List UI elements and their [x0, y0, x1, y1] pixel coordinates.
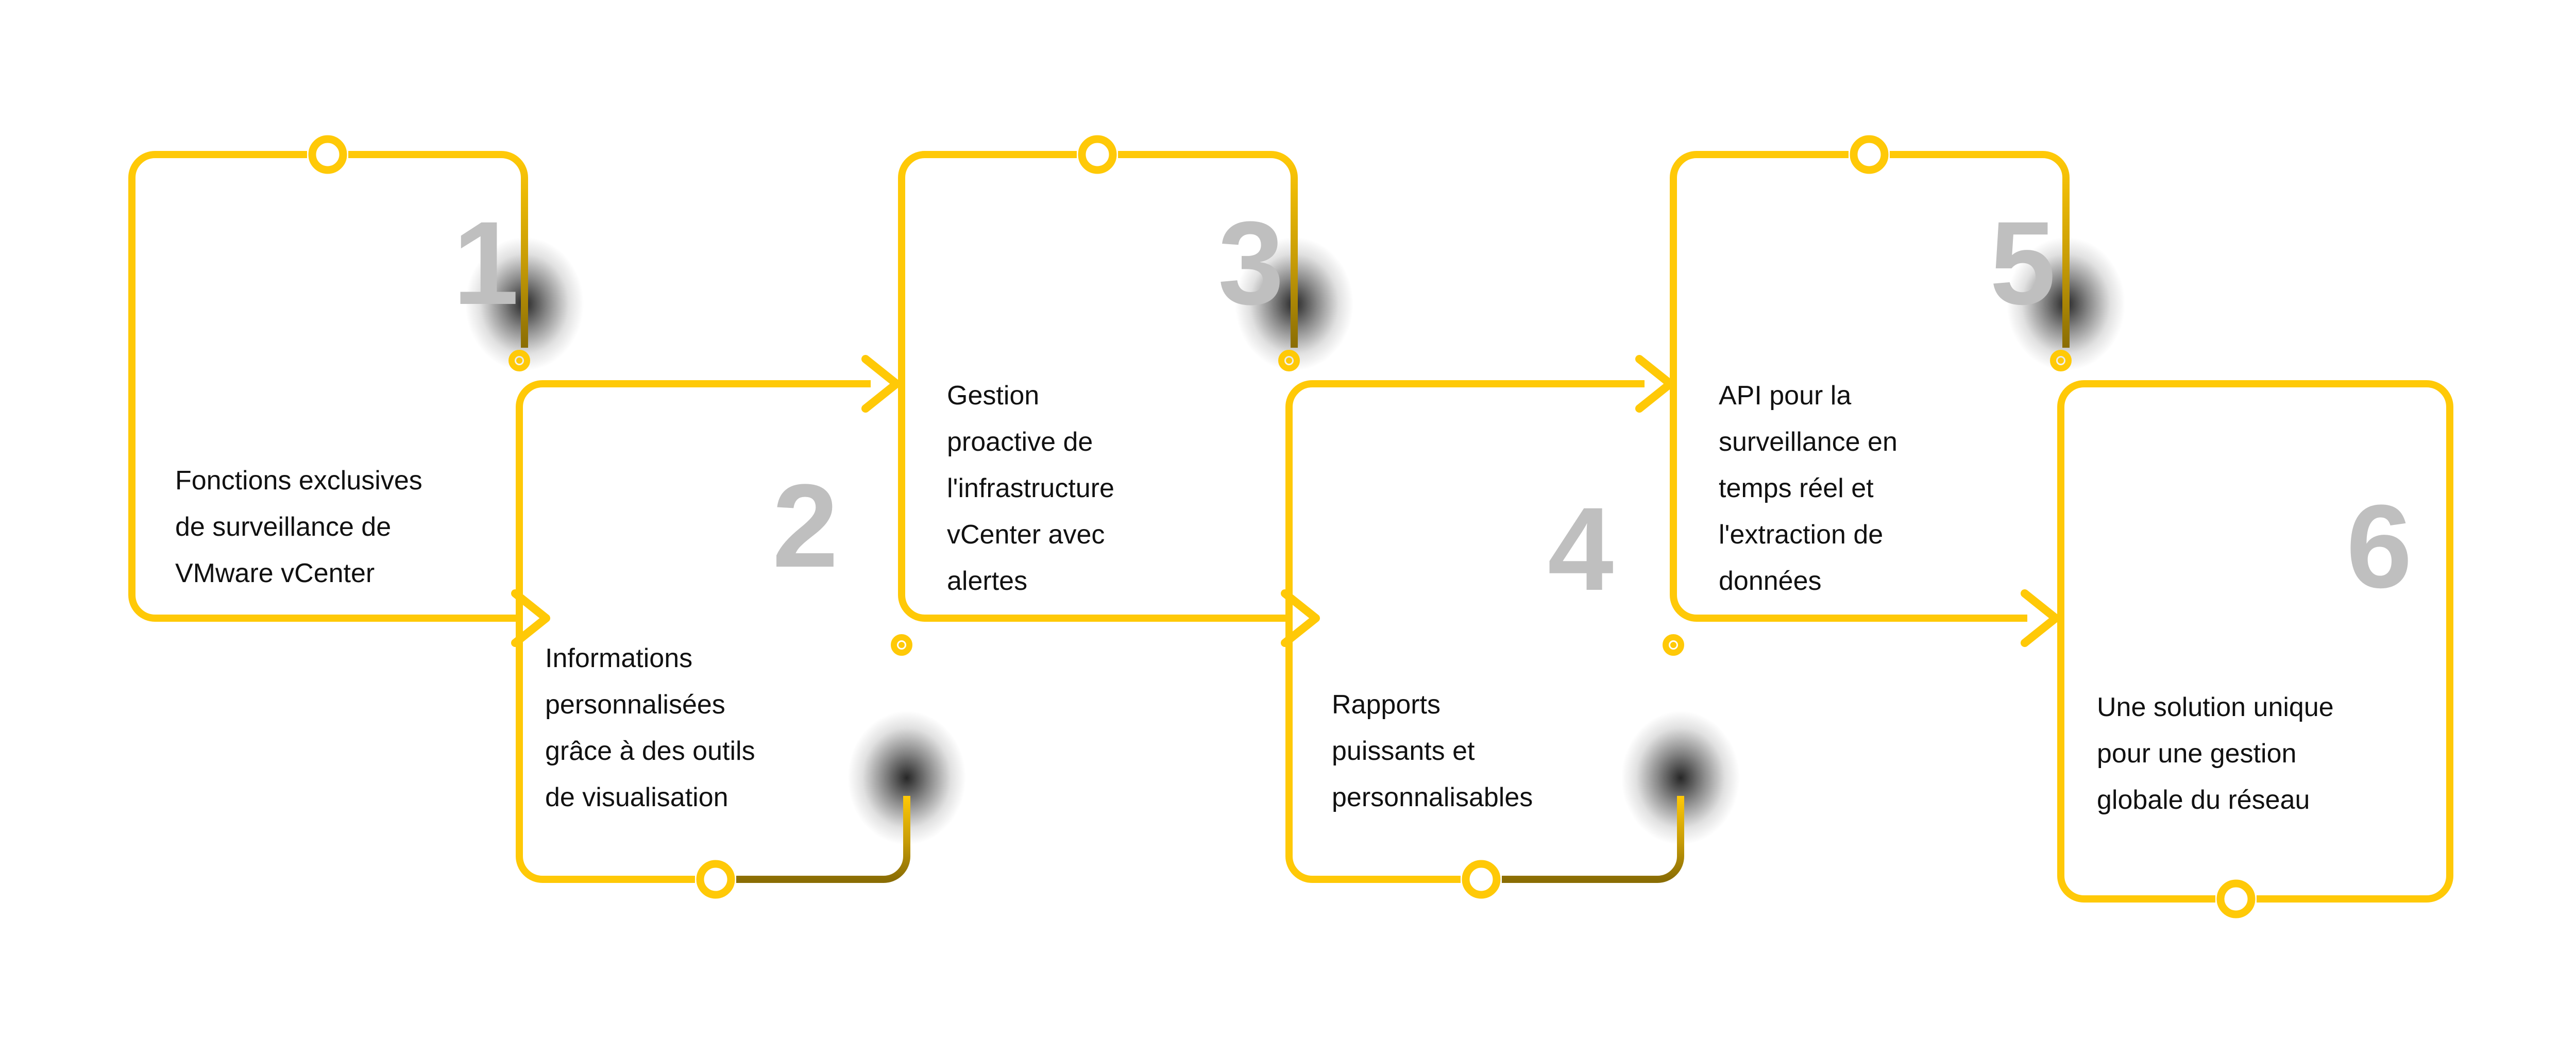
step-node-6[interactable]: 6 Une solution unique pour une gestion g… [2050, 350, 2453, 918]
step-5-text-line: données [1719, 566, 1822, 596]
step-5-text-line: surveillance en [1719, 427, 1897, 457]
step-2-text-line: grâce à des outils [545, 736, 755, 766]
step-3-outline-left [898, 151, 1287, 622]
step-3-text-line: vCenter avec [947, 520, 1105, 550]
step-3-ring-outer [1078, 135, 1117, 174]
step-3-outline-right [1118, 151, 1298, 348]
step-5-outline-left [1670, 151, 2027, 622]
step-3-text-line: proactive de [947, 427, 1093, 457]
edge-shadow [1621, 711, 1740, 845]
step-6-outline [2057, 380, 2453, 903]
step-2-text-line: Informations [545, 643, 692, 673]
step-1-outline-right [348, 151, 528, 348]
step-3-connector-donut [891, 634, 912, 656]
step-1-arrowhead [511, 589, 550, 647]
step-5-text-line: API pour la [1719, 381, 1851, 411]
step-6-text-line: Une solution unique [2097, 692, 2334, 722]
step-4-number: 4 [1548, 483, 1613, 615]
step-2-outline-right [736, 796, 910, 883]
step-6-connector-donut [2050, 350, 2072, 371]
edge-shadow [848, 711, 966, 845]
step-5-connector-donut [1663, 634, 1684, 656]
step-1-text-line: VMware vCenter [175, 558, 375, 588]
step-3-text-line: Gestion [947, 381, 1039, 411]
step-1-text-line: de surveillance de [175, 512, 391, 542]
step-2-outline [516, 380, 871, 883]
step-2-arrowhead [861, 355, 901, 413]
step-node-5[interactable]: 5 API pour la surveillance en temps réel… [1663, 135, 2070, 656]
step-4-text-line: puissants et [1332, 736, 1475, 766]
step-node-1[interactable]: 1 Fonctions exclusives de surveillance d… [128, 135, 550, 647]
step-4-connector-donut [1278, 350, 1300, 371]
step-2-number: 2 [772, 460, 837, 592]
step-3-number: 3 [1218, 197, 1283, 329]
step-6-text-line: globale du réseau [2097, 785, 2310, 815]
step-6-ring-outer [2216, 879, 2256, 918]
step-4-ring-outer [1462, 860, 1501, 899]
step-6-number: 6 [2346, 480, 2411, 612]
step-5-number: 5 [1990, 197, 2055, 329]
step-2-ring-outer [696, 860, 735, 899]
step-3-text-line: l'infrastructure [947, 473, 1114, 503]
step-3-arrowhead [1281, 589, 1320, 647]
step-node-4[interactable]: 4 Rapports puissants et personnalisables [1278, 350, 1684, 899]
step-4-text-line: Rapports [1332, 690, 1440, 720]
step-5-text-line: l'extraction de [1719, 520, 1883, 550]
step-2-connector-donut [509, 350, 530, 371]
step-node-3[interactable]: 3 Gestion proactive de l'infrastructure … [891, 135, 1320, 656]
step-2-text-line: personnalisées [545, 690, 725, 720]
step-1-text-line: Fonctions exclusives [175, 466, 422, 496]
step-node-2[interactable]: 2 Informations personnalisées grâce à de… [509, 350, 910, 899]
step-4-outline [1285, 380, 1645, 883]
step-1-ring-outer [308, 135, 347, 174]
step-1-number: 1 [453, 197, 518, 329]
step-5-outline-right [1890, 151, 2070, 348]
step-4-text-line: personnalisables [1332, 782, 1533, 812]
step-3-text-line: alertes [947, 566, 1027, 596]
step-5-ring-outer [1850, 135, 1889, 174]
step-4-outline-right [1502, 796, 1684, 883]
step-5-text-line: temps réel et [1719, 473, 1874, 503]
edge-shadow-group [465, 237, 2125, 845]
step-2-text-line: de visualisation [545, 782, 728, 812]
step-5-arrowhead [2021, 589, 2060, 647]
step-6-text-line: pour une gestion [2097, 739, 2296, 769]
step-1-outline-left [128, 151, 518, 622]
